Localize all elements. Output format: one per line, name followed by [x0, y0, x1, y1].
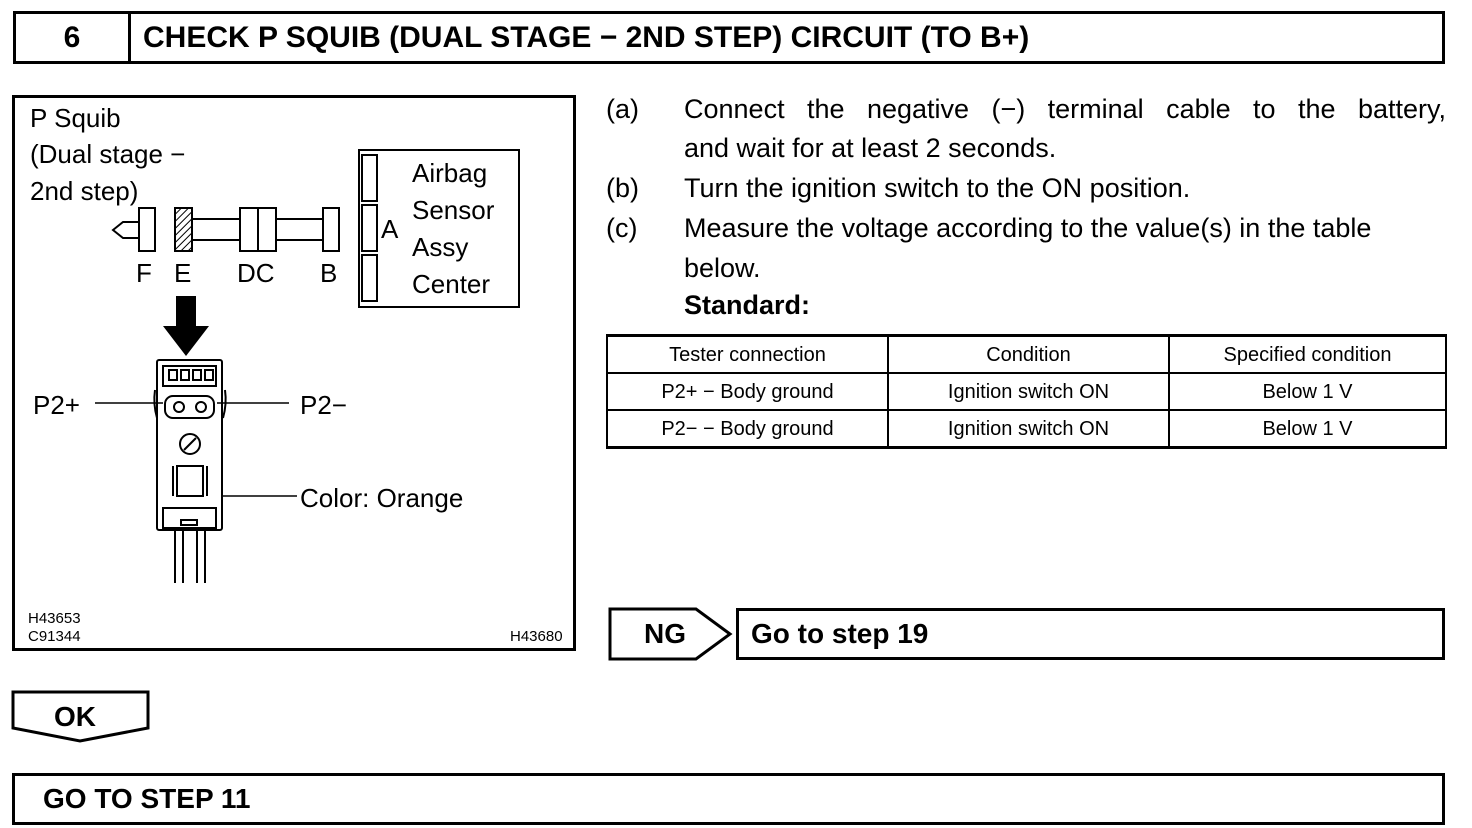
airbag-ecu-box	[358, 149, 520, 308]
pin-label-p2-plus: P2+	[33, 390, 80, 420]
ecu-label-line3: Assy	[412, 232, 469, 262]
goto-step-text: GO TO STEP 11	[43, 783, 251, 814]
ok-label: OK	[54, 701, 96, 732]
step-number: 6	[16, 14, 131, 61]
pin-label-p2-minus: P2−	[300, 390, 347, 420]
ecu-label-line4: Center	[412, 269, 491, 299]
header-tester-connection: Tester connection	[606, 334, 889, 374]
connector-a	[361, 204, 378, 252]
ng-arrow-shape	[608, 607, 733, 661]
table-row: P2− − Body ground Ignition switch ON Bel…	[606, 409, 1447, 449]
figure-code-3: H43680	[510, 628, 563, 645]
step-a-text-line2: and wait for at least 2 seconds.	[684, 133, 1057, 163]
header-condition: Condition	[887, 334, 1170, 374]
step-c-text-line2: below.	[684, 253, 761, 283]
connector-label-f: F	[136, 258, 152, 288]
plug-tip	[111, 221, 140, 239]
connector-f	[138, 207, 156, 252]
connector-drawing	[95, 149, 520, 583]
arrow-down-icon	[163, 296, 209, 356]
connector-label-b: B	[320, 258, 338, 288]
squib-label-line3: 2nd step)	[30, 176, 139, 206]
table-cell: Below 1 V	[1168, 409, 1447, 449]
connector-label-a: A	[381, 214, 399, 244]
connector-label-e: E	[174, 258, 192, 288]
wiring-diagram: P Squib (Dual stage − 2nd step)	[12, 95, 576, 651]
table-cell: Ignition switch ON	[887, 409, 1170, 449]
connector-label-dc: DC	[237, 258, 275, 288]
step-c-text-line1: Measure the voltage according to the val…	[684, 213, 1372, 243]
goto-step-box: GO TO STEP 11	[12, 773, 1445, 825]
standard-label: Standard:	[684, 290, 811, 320]
spec-table: Tester connection Condition Specified co…	[606, 334, 1447, 449]
ecu-label-line2: Sensor	[412, 195, 495, 225]
connector-color-label: Color: Orange	[300, 483, 464, 513]
table-header-row: Tester connection Condition Specified co…	[606, 334, 1447, 374]
step-c-letter: (c)	[606, 213, 638, 243]
step-a-text-line1: Connect the negative (−) terminal cable …	[684, 94, 1446, 124]
squib-label-line2: (Dual stage −	[30, 139, 186, 169]
ng-action-box: Go to step 19	[736, 608, 1445, 660]
connector-c	[257, 207, 277, 252]
table-cell: P2− − Body ground	[606, 409, 889, 449]
figure-code-1: H43653	[28, 610, 81, 627]
table-cell: Below 1 V	[1168, 372, 1447, 411]
ng-label: NG	[644, 618, 686, 649]
table-cell: P2+ − Body ground	[606, 372, 889, 411]
step-title: CHECK P SQUIB (DUAL STAGE − 2ND STEP) CI…	[143, 20, 1030, 54]
ng-action-text: Go to step 19	[751, 618, 929, 649]
squib-connector-icon	[153, 359, 227, 583]
squib-label-line1: P Squib	[30, 103, 121, 133]
connector-b	[322, 207, 340, 252]
header-specified-condition: Specified condition	[1168, 334, 1447, 374]
table-row: P2+ − Body ground Ignition switch ON Bel…	[606, 372, 1447, 411]
ecu-label-line1: Airbag	[412, 158, 488, 188]
step-b-letter: (b)	[606, 173, 639, 203]
step-b-text: Turn the ignition switch to the ON posit…	[684, 173, 1191, 203]
ok-arrow-shape	[11, 690, 150, 743]
step-a-letter: (a)	[606, 94, 639, 124]
connector-e	[174, 207, 193, 252]
figure-code-2: C91344	[28, 628, 81, 645]
connector-d	[239, 207, 259, 252]
table-cell: Ignition switch ON	[887, 372, 1170, 411]
step-header: 6 CHECK P SQUIB (DUAL STAGE − 2ND STEP) …	[13, 11, 1445, 64]
